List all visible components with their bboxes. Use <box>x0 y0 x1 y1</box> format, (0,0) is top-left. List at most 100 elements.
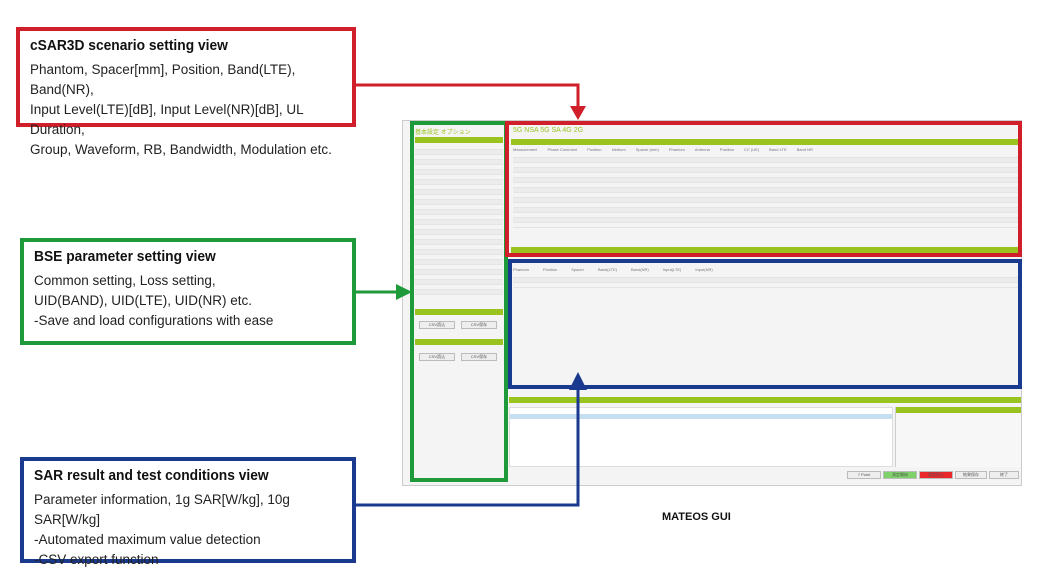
save-result-button[interactable]: 結果保存 <box>955 471 987 479</box>
parameter-row[interactable] <box>415 235 503 240</box>
scenario-row[interactable] <box>513 208 1018 213</box>
bse-parameter-list <box>415 145 503 295</box>
callout-line: -Save and load configurations with ease <box>34 313 274 328</box>
parameter-row[interactable] <box>415 285 503 290</box>
left-panel-tabs: 基本設定 オプション <box>415 127 505 136</box>
scenario-highlight-frame <box>505 121 1022 257</box>
callout-line: Input Level(LTE)[dB], Input Level(NR)[dB… <box>30 102 304 137</box>
column-header[interactable]: Position <box>719 147 735 152</box>
parameter-row[interactable] <box>415 240 503 245</box>
scenario-setting-callout: cSAR3D scenario setting view Phantom, Sp… <box>16 27 356 157</box>
log-list[interactable] <box>509 407 893 467</box>
column-header[interactable]: Band(LTE) <box>597 267 617 272</box>
seven-point-button[interactable]: 7 Point <box>847 471 881 479</box>
scenario-row[interactable] <box>513 203 1018 208</box>
parameter-row[interactable] <box>415 280 503 285</box>
scenario-row[interactable] <box>513 193 1018 198</box>
bse-parameter-callout: BSE parameter setting view Common settin… <box>20 238 356 345</box>
parameter-row[interactable] <box>415 215 503 220</box>
scenario-row[interactable] <box>513 173 1018 178</box>
result-row[interactable] <box>513 278 1018 283</box>
callout-title: SAR result and test conditions view <box>34 467 269 484</box>
column-header[interactable]: Band NR <box>796 147 813 152</box>
parameter-row[interactable] <box>415 195 503 200</box>
column-header[interactable]: Phantom <box>668 147 685 152</box>
parameter-row[interactable] <box>415 260 503 265</box>
parameter-row[interactable] <box>415 250 503 255</box>
result-table-header: Phantom Position Spacer Band(LTE) Band(NR) In… <box>513 267 1018 272</box>
csv-save-button[interactable]: CSV保存 <box>461 321 497 329</box>
scenario-row[interactable] <box>513 188 1018 193</box>
callout-line: -CSV export function <box>34 552 159 567</box>
parameter-row[interactable] <box>415 210 503 215</box>
scenario-row[interactable] <box>513 158 1018 163</box>
parameter-row[interactable] <box>415 200 503 205</box>
csv-load-button-2[interactable]: CSV読込 <box>419 353 455 361</box>
callout-title: BSE parameter setting view <box>34 248 216 265</box>
column-header[interactable]: Medium <box>611 147 626 152</box>
column-header[interactable]: Position <box>543 267 558 272</box>
status-panel <box>895 407 1021 467</box>
callout-title: cSAR3D scenario setting view <box>30 37 228 54</box>
left-panel-title: 基本設定 オプション <box>415 130 471 136</box>
column-header[interactable]: Measurement <box>513 147 538 152</box>
parameter-row[interactable] <box>415 220 503 225</box>
start-button[interactable]: 測定開始 <box>883 471 917 479</box>
scenario-row[interactable] <box>513 153 1018 158</box>
csv-load-button[interactable]: CSV読込 <box>419 321 455 329</box>
scenario-row[interactable] <box>513 218 1018 223</box>
result-row[interactable] <box>513 283 1018 288</box>
column-header[interactable]: Spacer (mm) <box>635 147 659 152</box>
callout-line: Group, Waveform, RB, Bandwidth, Modulati… <box>30 142 332 157</box>
blue-arrowhead <box>569 372 587 390</box>
parameter-row[interactable] <box>415 275 503 280</box>
scenario-row[interactable] <box>513 223 1018 228</box>
green-arrowhead <box>396 284 412 300</box>
band-tabs[interactable]: 5G NSA 5G SA 4G 2G <box>513 127 584 134</box>
parameter-row[interactable] <box>415 265 503 270</box>
column-header[interactable]: Band(NR) <box>630 267 649 272</box>
parameter-row[interactable] <box>415 205 503 210</box>
column-header[interactable]: CC (UE) <box>744 147 760 152</box>
scenario-row[interactable] <box>513 183 1018 188</box>
exit-button[interactable]: 終了 <box>989 471 1019 479</box>
parameter-row[interactable] <box>415 180 503 185</box>
parameter-row[interactable] <box>415 270 503 275</box>
parameter-row[interactable] <box>415 150 503 155</box>
scenario-row[interactable] <box>513 178 1018 183</box>
parameter-row[interactable] <box>415 225 503 230</box>
scenario-row[interactable] <box>513 213 1018 218</box>
parameter-row[interactable] <box>415 190 503 195</box>
parameter-row[interactable] <box>415 245 503 250</box>
csv-save-button-2[interactable]: CSV保存 <box>461 353 497 361</box>
parameter-row[interactable] <box>415 170 503 175</box>
scenario-row[interactable] <box>513 198 1018 203</box>
sar-result-callout: SAR result and test conditions view Para… <box>20 457 356 567</box>
scenario-table[interactable] <box>513 153 1018 228</box>
result-table[interactable] <box>513 273 1018 288</box>
column-header[interactable]: Spacer <box>571 267 584 272</box>
parameter-row[interactable] <box>415 145 503 150</box>
column-header[interactable]: Phantom <box>513 267 530 272</box>
parameter-row[interactable] <box>415 230 503 235</box>
parameter-row[interactable] <box>415 255 503 260</box>
column-header[interactable]: Phase Comment <box>547 147 578 152</box>
parameter-row[interactable] <box>415 160 503 165</box>
result-row[interactable] <box>513 273 1018 278</box>
parameter-row[interactable] <box>415 185 503 190</box>
column-header[interactable]: Antenna <box>694 147 710 152</box>
callout-line: UID(BAND), UID(LTE), UID(NR) etc. <box>34 293 252 308</box>
column-header[interactable]: Input(NR) <box>695 267 713 272</box>
parameter-row[interactable] <box>415 165 503 170</box>
parameter-row[interactable] <box>415 155 503 160</box>
column-header[interactable]: Position <box>587 147 602 152</box>
scenario-row[interactable] <box>513 163 1018 168</box>
callout-line: Common setting, Loss setting, <box>34 273 216 288</box>
parameter-row[interactable] <box>415 290 503 295</box>
stop-button[interactable]: 測定停止 <box>919 471 953 479</box>
column-header[interactable]: Input(LTE) <box>662 267 682 272</box>
callout-line: -Automated maximum value detection <box>34 532 261 547</box>
scenario-row[interactable] <box>513 168 1018 173</box>
parameter-row[interactable] <box>415 175 503 180</box>
column-header[interactable]: Band LTE <box>769 147 787 152</box>
